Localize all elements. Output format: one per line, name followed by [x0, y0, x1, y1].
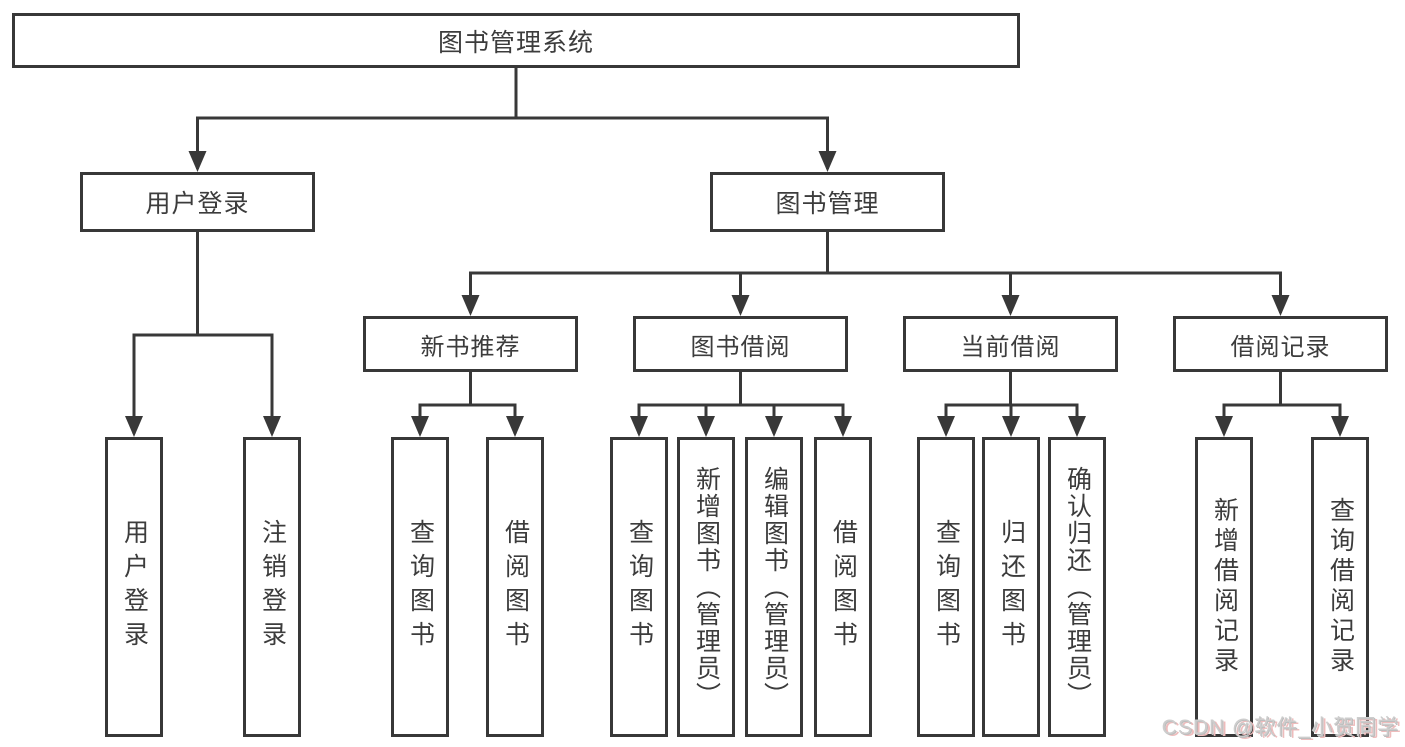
csdn-watermark: CSDN @软件_小贺同学	[1161, 716, 1399, 739]
connector-record-to-leaves	[1215, 372, 1349, 437]
leaf-rec-query-book: 查询图书	[391, 437, 449, 737]
leaf-label: 注销登录	[258, 519, 287, 655]
connector-current-to-leaves	[937, 372, 1086, 437]
node-label: 借阅记录	[1230, 333, 1331, 361]
connector-borrow-to-leaves	[630, 372, 852, 437]
leaf-user-login: 用户登录	[105, 437, 163, 737]
leaf-cur-query-book: 查询图书	[917, 437, 975, 737]
leaf-bor-borrow-book: 借阅图书	[814, 437, 872, 737]
node-label: 当前借阅	[960, 333, 1061, 361]
leaf-bor-query-book: 查询图书	[610, 437, 668, 737]
node-current-borrow: 当前借阅	[903, 316, 1118, 372]
node-label: 新书推荐	[420, 333, 521, 361]
leaf-label: 新增图书（管理员）	[692, 465, 721, 709]
leaf-record-query: 查询借阅记录	[1311, 437, 1369, 737]
leaf-label: 查询图书	[406, 519, 435, 655]
leaf-label: 归还图书	[997, 519, 1026, 655]
node-user-login: 用户登录	[80, 172, 315, 232]
leaf-bor-edit-book-admin: 编辑图书（管理员）	[745, 437, 803, 737]
node-label: 图书借阅	[690, 333, 791, 361]
leaf-bor-add-book-admin: 新增图书（管理员）	[677, 437, 735, 737]
leaf-label: 新增借阅记录	[1210, 497, 1239, 677]
leaf-cur-return-book: 归还图书	[982, 437, 1040, 737]
leaf-cur-confirm-return-admin: 确认归还（管理员）	[1048, 437, 1106, 737]
leaf-label: 确认归还（管理员）	[1063, 465, 1092, 709]
leaf-label: 用户登录	[120, 519, 149, 655]
leaf-label: 查询图书	[625, 519, 654, 655]
leaf-rec-borrow-book: 借阅图书	[486, 437, 544, 737]
connector-mgmt-to-level3	[461, 232, 1290, 316]
leaf-label: 借阅图书	[501, 519, 530, 655]
node-book-management: 图书管理	[710, 172, 945, 232]
leaf-label: 查询图书	[932, 519, 961, 655]
node-label: 图书管理	[775, 190, 880, 218]
node-borrow-record: 借阅记录	[1173, 316, 1388, 372]
leaf-label: 编辑图书（管理员）	[760, 465, 789, 709]
leaf-record-add: 新增借阅记录	[1195, 437, 1253, 737]
node-book-borrow: 图书借阅	[633, 316, 848, 372]
connector-root-to-level2	[188, 68, 837, 172]
node-label: 用户登录	[145, 190, 250, 218]
leaf-label: 借阅图书	[829, 519, 858, 655]
leaf-label: 查询借阅记录	[1326, 497, 1355, 677]
connector-login-to-leaves	[125, 232, 281, 437]
node-new-book-recommend: 新书推荐	[363, 316, 578, 372]
node-system-root: 图书管理系统	[12, 13, 1020, 68]
node-label: 图书管理系统	[437, 28, 594, 57]
connector-rec-to-leaves	[411, 372, 524, 437]
leaf-logout: 注销登录	[243, 437, 301, 737]
